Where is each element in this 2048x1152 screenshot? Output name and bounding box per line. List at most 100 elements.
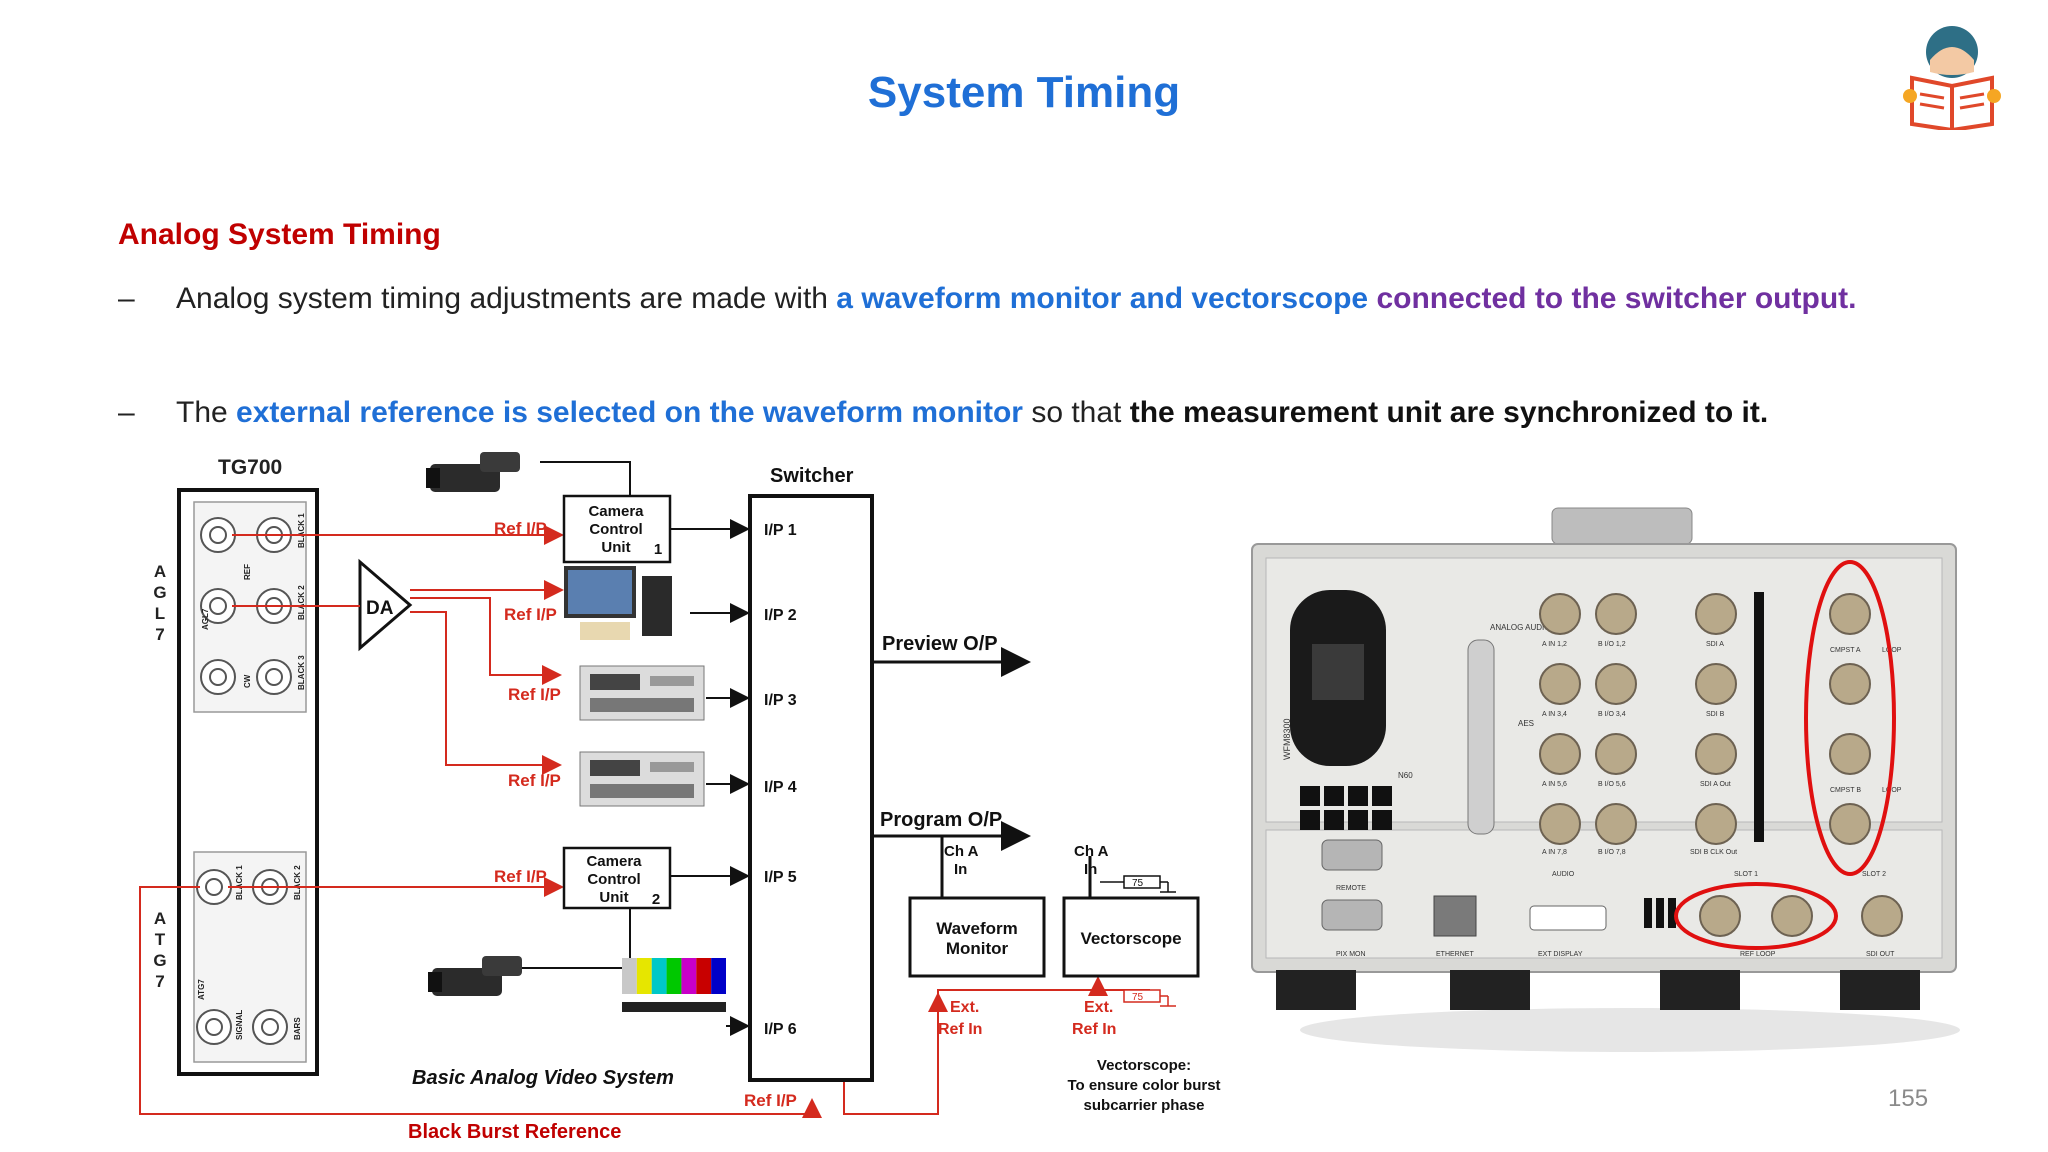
bnc-label: CW xyxy=(243,674,252,688)
ref-ip-label: Ref I/P xyxy=(744,1091,797,1110)
bullet-text: Analog system timing adjustments are mad… xyxy=(176,272,1930,326)
color-bar xyxy=(711,958,726,994)
ccu-label: Camera xyxy=(588,503,644,520)
ref-ip-label: Ref I/P xyxy=(494,519,547,538)
preview-output-label: Preview O/P xyxy=(882,633,998,655)
panel-label: B I/O 3,4 xyxy=(1598,711,1626,718)
agl7-letter: G xyxy=(153,583,166,602)
panel-label: SDI A xyxy=(1706,641,1724,648)
vectorscope-note: To ensure color burst xyxy=(1067,1077,1220,1094)
ref-ip-label: Ref I/P xyxy=(508,771,561,790)
vectorscope-label: Vectorscope xyxy=(1080,929,1181,948)
audio-bnc-grid xyxy=(1539,593,1637,845)
ext-ref-label: Ext. xyxy=(950,999,979,1016)
bnc-label: SIGNAL xyxy=(235,1010,244,1040)
analog-audio-dsub xyxy=(1467,639,1495,835)
camera-icon xyxy=(428,956,522,996)
ch-a-label: In xyxy=(954,861,967,878)
switcher-input-label: I/P 6 xyxy=(764,1021,797,1038)
bullet-highlight-purple: connected to the switcher output. xyxy=(1376,282,1857,315)
terminator-75-label: 75 xyxy=(1132,992,1144,1003)
panel-label: SDI A Out xyxy=(1700,781,1731,788)
ccu-label: Control xyxy=(589,521,642,538)
switcher-input-label: I/P 1 xyxy=(764,522,797,539)
tg700-label: TG700 xyxy=(218,456,282,479)
bullet-text-plain: Analog system timing adjustments are mad… xyxy=(176,282,837,315)
switcher-input-label: I/P 5 xyxy=(764,869,797,886)
agl7-letter: L xyxy=(155,604,165,623)
atg7-letter: T xyxy=(155,930,166,949)
ref-ip-label: Ref I/P xyxy=(504,605,557,624)
ref-loop-highlight-ring xyxy=(1674,882,1838,950)
panel-label: A IN 1,2 xyxy=(1542,641,1567,648)
ext-display-port xyxy=(1529,905,1607,931)
black-burst-label: Black Burst Reference xyxy=(408,1121,621,1143)
bullet-highlight-bold: the measurement unit are synchronized to… xyxy=(1129,396,1769,429)
sdi-bnc-column xyxy=(1695,593,1737,845)
panel-label: LOOP xyxy=(1882,787,1902,794)
switcher-box xyxy=(748,494,874,1082)
color-bar xyxy=(666,958,682,994)
ethernet-port xyxy=(1433,895,1477,937)
panel-label: SDI B xyxy=(1706,711,1725,718)
bullet-dash: – xyxy=(118,396,135,429)
program-output-label: Program O/P xyxy=(880,809,1002,831)
ccu-number: 1 xyxy=(654,541,662,558)
switcher-input-label: I/P 2 xyxy=(764,607,797,624)
ch-a-label: In xyxy=(1084,861,1097,878)
slide-title: System Timing xyxy=(867,68,1181,117)
waveform-monitor-label: Waveform xyxy=(936,919,1018,938)
bullet-highlight-blue: a waveform monitor and vectorscope xyxy=(836,282,1369,315)
bnc-label: BLACK 1 xyxy=(235,865,244,900)
composite-bnc-column xyxy=(1829,593,1871,845)
bnc-label: REF xyxy=(243,564,252,580)
color-bar xyxy=(622,958,637,994)
graphics-computer-icon xyxy=(564,566,672,640)
panel-label: A IN 5,6 xyxy=(1542,781,1567,788)
waveform-monitor-rear-panel: N60 WFM8300 ANALOG AUDIO AES A IN 1,2 B … xyxy=(1251,507,1960,1052)
panel-label: ANALOG AUDIO xyxy=(1490,623,1550,632)
panel-label: B I/O 1,2 xyxy=(1598,641,1626,648)
panel-label: SLOT 1 xyxy=(1734,871,1758,878)
panel-label: A IN 7,8 xyxy=(1542,849,1567,856)
color-bar xyxy=(696,958,712,994)
bnc-label: ATG7 xyxy=(197,979,206,1000)
bullet-text-plain: The xyxy=(176,396,237,429)
ref-ip-label: Ref I/P xyxy=(494,867,547,886)
da-label: DA xyxy=(366,598,394,619)
bullet-item: – The external reference is selected on … xyxy=(118,386,1930,442)
model-label: WFM8300 xyxy=(1282,718,1292,760)
bnc-label: BARS xyxy=(293,1017,302,1040)
color-bars-icon xyxy=(622,958,726,1012)
ccu-label: Unit xyxy=(601,539,630,556)
camera-control-unit-1 xyxy=(562,494,672,564)
pix-mon-connector xyxy=(1321,899,1383,931)
panel-label: SDI OUT xyxy=(1866,951,1895,958)
ext-ref-label: Ref In xyxy=(1072,1021,1116,1038)
terminator-75-label: 75 xyxy=(1132,878,1144,889)
panel-label: ETHERNET xyxy=(1436,951,1474,958)
atg7-letter: A xyxy=(154,909,166,928)
switcher-input-label: I/P 3 xyxy=(764,692,797,709)
switcher-input-label: I/P 4 xyxy=(764,779,797,796)
bnc-label: BLACK 3 xyxy=(297,655,306,690)
waveform-monitor-label: Monitor xyxy=(946,939,1009,958)
ccu-label: Control xyxy=(587,871,640,888)
panel-label: AES xyxy=(1518,719,1534,728)
analog-system-timing-diagram: TG700 BLACK 1 BLACK 2 BLACK 3 REF AGL7 C… xyxy=(139,452,1221,1143)
bullet-text: The external reference is selected on th… xyxy=(176,386,1930,440)
bnc-label: BLACK 1 xyxy=(297,513,306,548)
panel-label: EXT DISPLAY xyxy=(1538,951,1583,958)
vectorscope-note: subcarrier phase xyxy=(1084,1097,1205,1114)
ref-loop-bnc xyxy=(1699,895,1903,937)
vectorscope-note: Vectorscope: xyxy=(1097,1057,1191,1074)
panel-label: REMOTE xyxy=(1336,885,1366,892)
reading-person-logo-icon xyxy=(1903,26,2001,130)
agl7-letter: 7 xyxy=(155,625,164,644)
subheading: Analog System Timing xyxy=(118,218,441,251)
ccu-label: Unit xyxy=(599,889,628,906)
panel-label: PIX MON xyxy=(1336,951,1366,958)
panel-label: SLOT 2 xyxy=(1862,871,1886,878)
color-bar xyxy=(681,958,697,994)
panel-label: A IN 3,4 xyxy=(1542,711,1567,718)
